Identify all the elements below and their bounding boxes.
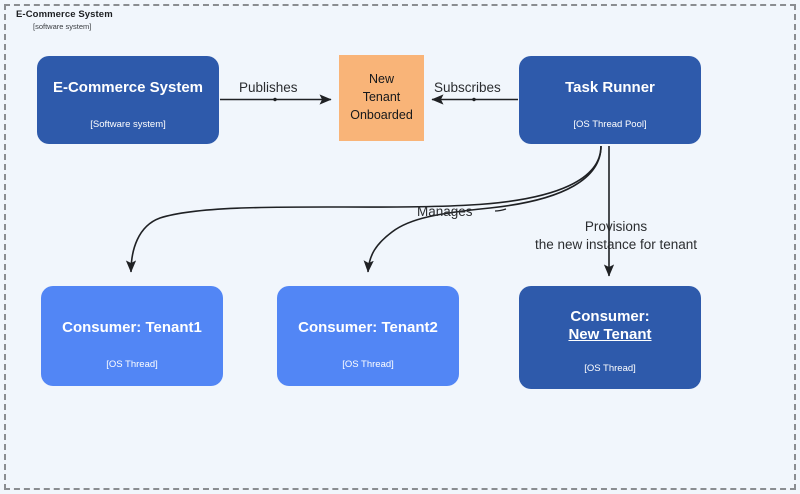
edge-label-publishes: Publishes bbox=[239, 80, 298, 95]
new-tenant-title-line-1: Consumer: bbox=[570, 308, 650, 325]
node-consumer-tenant1-title: Consumer: Tenant1 bbox=[62, 319, 202, 336]
node-consumer-tenant1-subtitle: [OS Thread] bbox=[106, 358, 158, 370]
node-consumer-new-tenant-title: Consumer: New Tenant bbox=[519, 308, 701, 343]
node-consumer-new-tenant-subtitle: [OS Thread] bbox=[584, 363, 636, 375]
system-boundary-header: E-Commerce System [software system] bbox=[16, 9, 113, 31]
edge-label-provisions-line-1: Provisions bbox=[584, 219, 648, 234]
node-consumer-tenant1[interactable]: Consumer: Tenant1 [OS Thread] bbox=[41, 286, 223, 386]
node-consumer-new-tenant[interactable]: Consumer: New Tenant [OS Thread] bbox=[519, 286, 701, 389]
node-ecommerce-system[interactable]: E-Commerce System [Software system] bbox=[37, 56, 219, 144]
system-boundary-title: E-Commerce System bbox=[16, 9, 113, 20]
node-new-tenant-onboarded-event[interactable]: New Tenant Onboarded bbox=[339, 55, 424, 141]
edge-label-provisions-line-2: the new instance for tenant bbox=[534, 236, 698, 252]
node-task-runner-title: Task Runner bbox=[565, 79, 655, 96]
event-title-line-3: Onboarded bbox=[350, 107, 413, 122]
edge-label-subscribes: Subscribes bbox=[434, 80, 501, 95]
node-ecommerce-system-subtitle: [Software system] bbox=[90, 118, 166, 130]
node-new-tenant-onboarded-event-title: New Tenant Onboarded bbox=[339, 71, 424, 124]
event-title-line-1: New bbox=[368, 72, 394, 87]
node-consumer-tenant2-title: Consumer: Tenant2 bbox=[298, 319, 438, 336]
edge-label-manages: Manages bbox=[417, 204, 473, 219]
node-consumer-tenant2-subtitle: [OS Thread] bbox=[342, 358, 394, 370]
event-title-line-2: Tenant bbox=[362, 90, 401, 105]
edge-label-provisions: Provisions the new instance for tenant bbox=[513, 218, 719, 254]
system-boundary-subtitle: [software system] bbox=[33, 21, 92, 31]
new-tenant-title-line-2: New Tenant bbox=[568, 325, 652, 343]
node-ecommerce-system-title: E-Commerce System bbox=[52, 79, 204, 96]
node-consumer-tenant2[interactable]: Consumer: Tenant2 [OS Thread] bbox=[277, 286, 459, 386]
node-task-runner-subtitle: [OS Thread Pool] bbox=[573, 118, 647, 130]
node-task-runner[interactable]: Task Runner [OS Thread Pool] bbox=[519, 56, 701, 144]
